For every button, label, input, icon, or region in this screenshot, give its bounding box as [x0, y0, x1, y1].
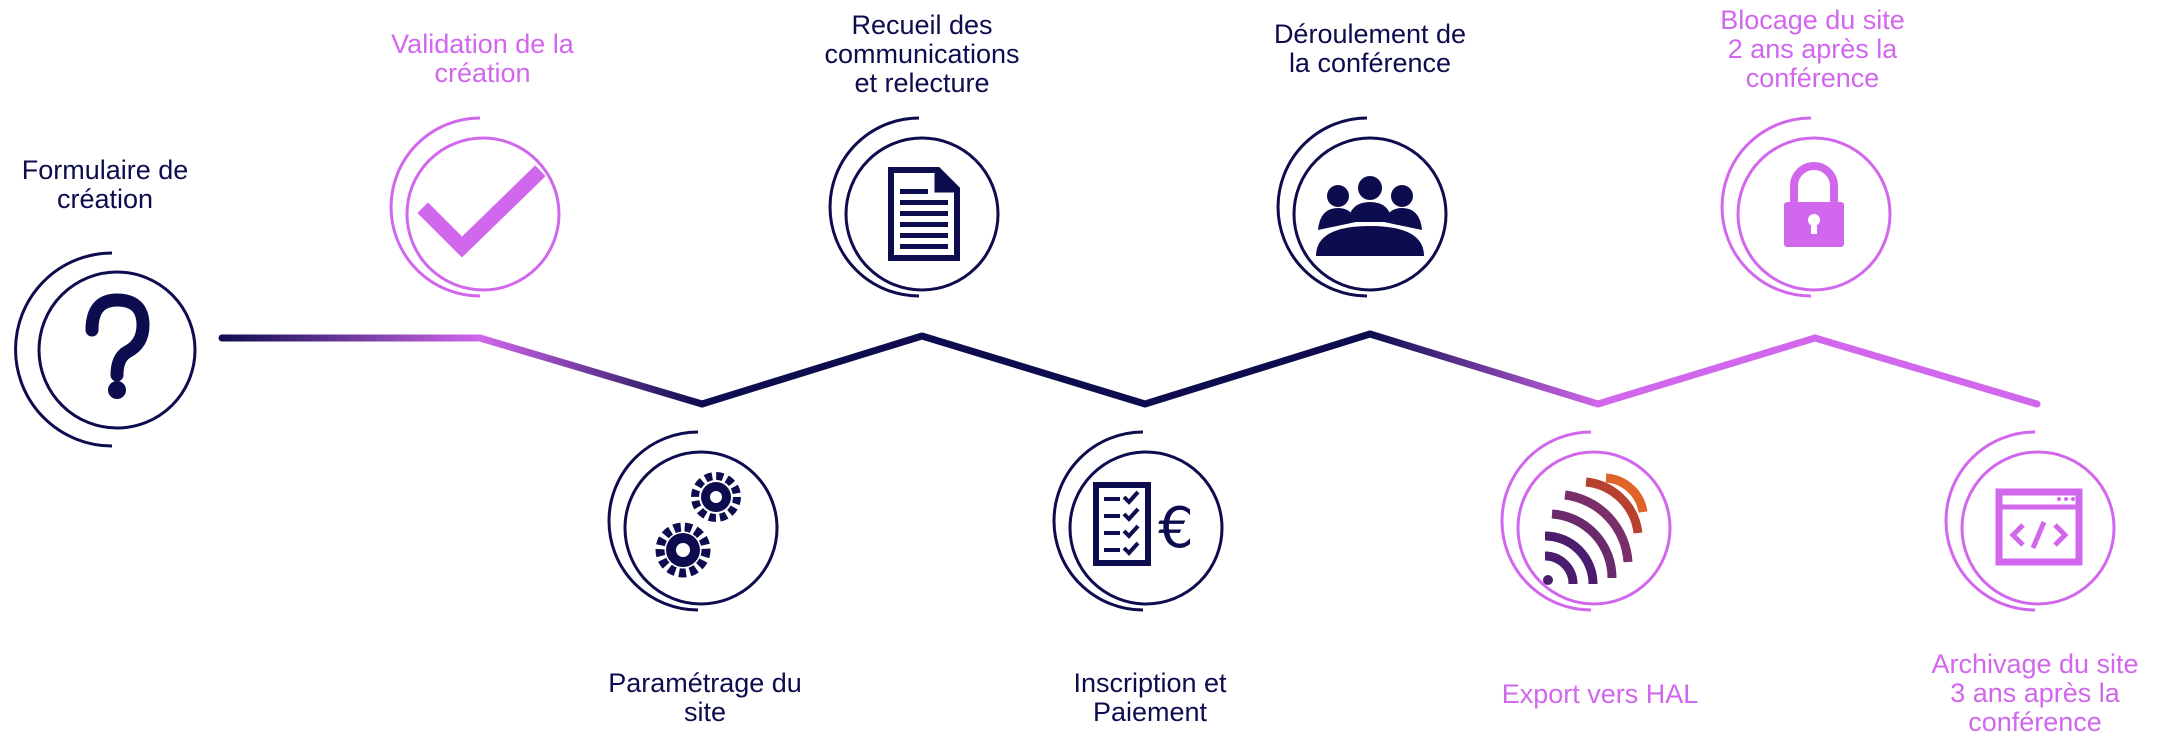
hal-logo-icon: [1543, 473, 1648, 585]
checkmark-icon: [417, 165, 546, 258]
step-validation-label: Validation de la création: [391, 29, 574, 88]
step-parametrage-node: [607, 430, 779, 612]
step-inscription-node: €: [1052, 430, 1224, 612]
step-archivage-node: [1944, 430, 2116, 612]
step-recueil-label: Recueil des communications et relecture: [824, 10, 1020, 98]
step-parametrage-label: Paramétrage du site: [608, 668, 802, 727]
step-deroulement-label: Déroulement de la conférence: [1273, 19, 1467, 78]
document-icon: [888, 167, 960, 261]
checklist-euro-icon: €: [1093, 482, 1194, 566]
padlock-icon: [1784, 162, 1844, 247]
step-formulaire-node: [14, 251, 197, 448]
svg-text:€: €: [1158, 496, 1194, 561]
audience-icon: [1316, 176, 1424, 256]
gears-icon: [655, 472, 741, 578]
step-blocage-node: [1720, 116, 1892, 298]
step-formulaire-label: Formulaire de création: [21, 155, 189, 214]
step-export-hal-node: [1500, 430, 1672, 612]
step-recueil-node: [828, 116, 1000, 298]
step-export-hal-label: Export vers HAL: [1501, 679, 1699, 709]
timeline-connector: [218, 330, 2041, 408]
step-blocage-label: Blocage du site 2 ans après la conférenc…: [1720, 5, 1905, 93]
step-deroulement-node: [1276, 116, 1448, 298]
code-window-icon: [1995, 488, 2083, 566]
question-mark-icon: [85, 293, 150, 399]
step-validation-node: [389, 116, 561, 298]
step-inscription-label: Inscription et Paiement: [1073, 668, 1227, 727]
step-archivage-label: Archivage du site 3 ans après la confére…: [1931, 649, 2139, 737]
